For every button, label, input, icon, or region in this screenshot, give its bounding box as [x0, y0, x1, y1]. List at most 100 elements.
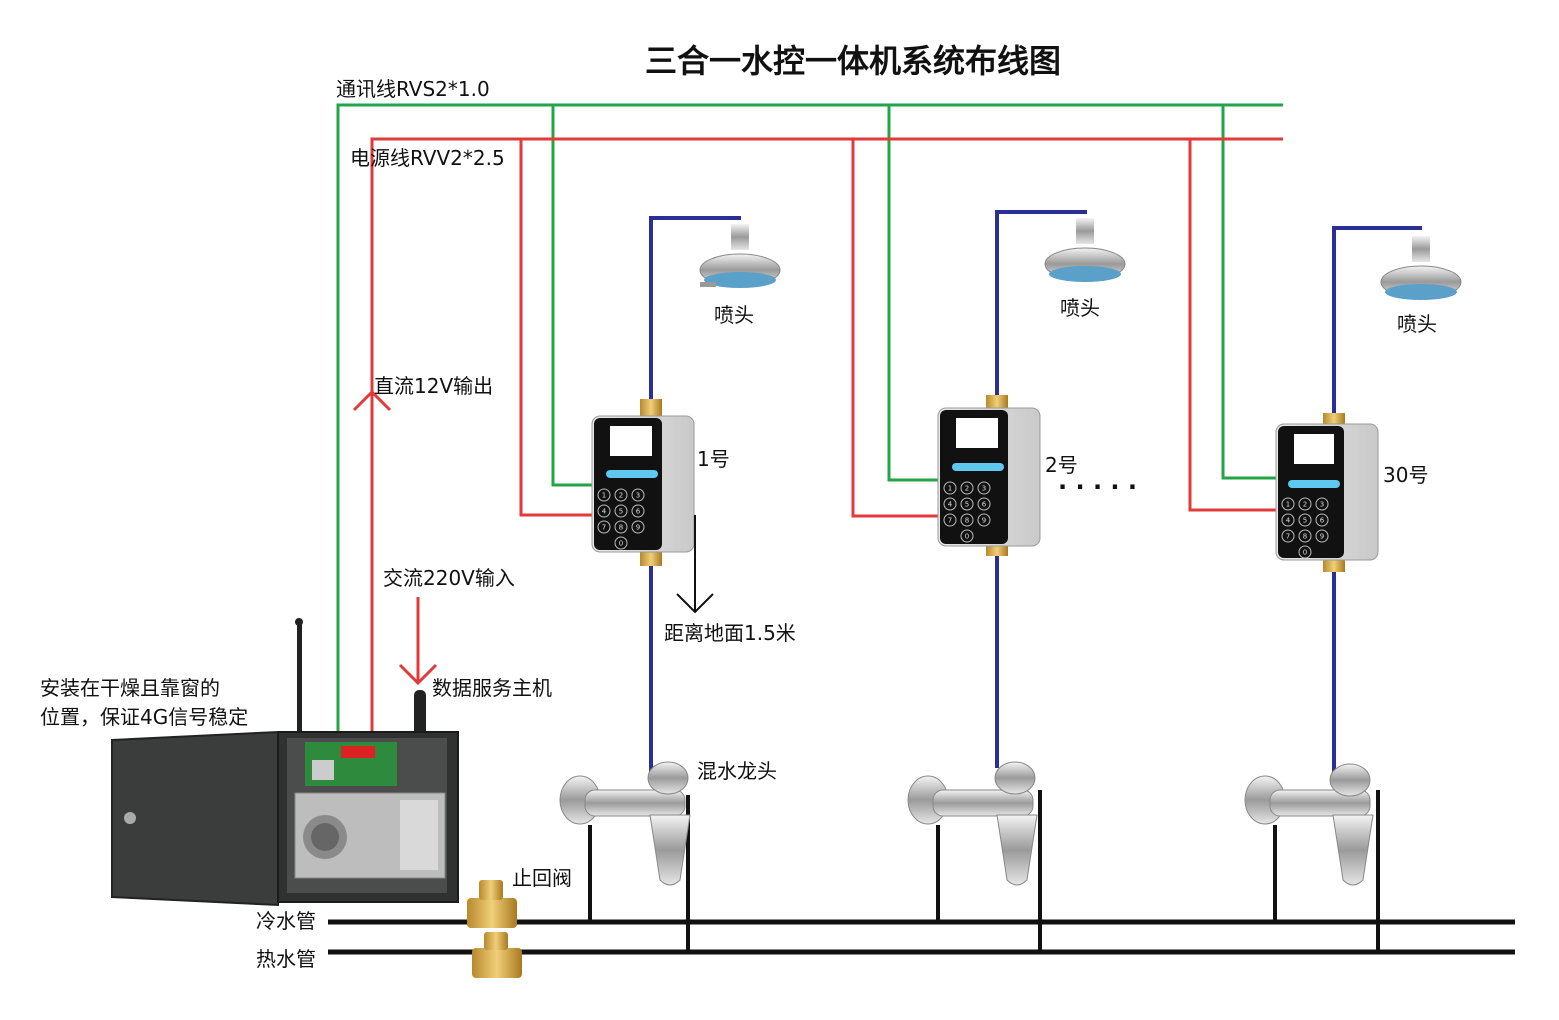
ac-input-arrow	[398, 597, 438, 686]
keypad-key-label: 1	[948, 485, 952, 493]
keypad-key	[1315, 497, 1329, 511]
height-arrow	[676, 515, 714, 614]
unit-2: 喷头 1 2 3 4 5 6 7 8 9 0 2号	[907, 210, 1126, 952]
dc-output-arrow	[352, 389, 392, 412]
mixer-faucet-icon	[559, 761, 691, 952]
keypad-key-label: 4	[948, 501, 953, 509]
keypad-key	[1281, 497, 1295, 511]
shower-label: 喷头	[714, 303, 754, 327]
keypad: 1 2 3 4 5 6 7 8 9 0	[597, 488, 645, 550]
keypad-key	[960, 529, 974, 543]
diagram-title: 三合一水控一体机系统布线图	[645, 42, 1061, 80]
keypad-key-label: 7	[602, 524, 606, 532]
keypad-key	[597, 504, 611, 518]
keypad-key-label: 9	[982, 517, 986, 525]
keypad-key-label: 2	[619, 492, 623, 500]
shower-head-icon	[1044, 218, 1126, 282]
keypad-key-label: 3	[636, 492, 640, 500]
keypad-key-label: 1	[602, 492, 606, 500]
keypad-key	[631, 504, 645, 518]
mixer-faucet-icon	[907, 761, 1042, 952]
mixer-label: 混水龙头	[697, 759, 777, 783]
keypad-key-label: 6	[636, 508, 641, 516]
keypad-key-label: 0	[1303, 549, 1307, 557]
ellipsis: · · · · ·	[1058, 473, 1137, 501]
shower-head-icon	[1380, 236, 1462, 300]
keypad-key	[614, 520, 628, 534]
keypad-key	[943, 497, 957, 511]
shower-label: 喷头	[1397, 312, 1437, 336]
keypad-key	[597, 488, 611, 502]
keypad-key-label: 0	[965, 533, 969, 541]
check-valve-cold	[467, 880, 517, 928]
keypad-key	[614, 488, 628, 502]
ac-input-label: 交流220V输入	[383, 566, 515, 590]
keypad-key-label: 3	[982, 485, 986, 493]
dc-output-label: 直流12V输出	[374, 374, 493, 398]
keypad-key	[977, 497, 991, 511]
power-line	[370, 137, 1283, 740]
keypad-key-label: 9	[636, 524, 640, 532]
keypad-key	[631, 520, 645, 534]
keypad-key-label: 3	[1320, 501, 1324, 509]
keypad-key	[1315, 529, 1329, 543]
keypad-key-label: 5	[619, 508, 623, 516]
comm-line	[336, 103, 1283, 735]
keypad: 1 2 3 4 5 6 7 8 9 0	[943, 481, 991, 543]
keypad-key	[960, 497, 974, 511]
keypad-key-label: 8	[965, 517, 969, 525]
keypad-key-label: 4	[602, 508, 607, 516]
keypad-key-label: 9	[1320, 533, 1324, 541]
keypad-key	[1298, 529, 1312, 543]
keypad-key-label: 1	[1286, 501, 1290, 509]
keypad-key	[960, 513, 974, 527]
keypad-key	[943, 513, 957, 527]
unit-number: 2号	[1045, 453, 1078, 477]
water-controller: 1 2 3 4 5 6 7 8 9 0	[937, 395, 1041, 556]
keypad-key-label: 7	[1286, 533, 1290, 541]
install-note-line1: 安装在干燥且靠窗的	[40, 676, 220, 700]
keypad-key-label: 8	[619, 524, 623, 532]
keypad-key-label: 2	[1303, 501, 1307, 509]
keypad-key	[631, 488, 645, 502]
install-note-line2: 位置，保证4G信号稳定	[40, 705, 248, 729]
keypad-key	[614, 504, 628, 518]
keypad-key-label: 6	[1320, 517, 1325, 525]
keypad-key-label: 7	[948, 517, 952, 525]
data-service-host	[111, 618, 459, 907]
keypad-key	[1298, 513, 1312, 527]
power-line-label: 电源线RVV2*2.5	[350, 146, 505, 170]
comm-line-label: 通讯线RVS2*1.0	[336, 77, 490, 101]
shower-label: 喷头	[1060, 296, 1100, 320]
keypad-key	[1281, 513, 1295, 527]
check-valve-hot	[472, 932, 522, 978]
keypad-key	[1281, 529, 1295, 543]
keypad-key	[943, 481, 957, 495]
keypad-key	[1298, 497, 1312, 511]
keypad-key-label: 4	[1286, 517, 1291, 525]
water-pipes	[328, 919, 1515, 955]
keypad-key	[614, 536, 628, 550]
keypad-key-label: 2	[965, 485, 969, 493]
water-controller: 1 2 3 4 5 6 7 8 9 0	[591, 399, 695, 566]
keypad-key	[1298, 545, 1312, 559]
keypad-key-label: 6	[982, 501, 987, 509]
keypad-key-label: 0	[619, 540, 623, 548]
keypad-key-label: 5	[965, 501, 969, 509]
keypad-key-label: 8	[1303, 533, 1307, 541]
check-valve-label: 止回阀	[512, 866, 572, 890]
height-note: 距离地面1.5米	[664, 621, 796, 645]
hot-pipe-label: 热水管	[256, 947, 316, 971]
water-controller: 1 2 3 4 5 6 7 8 9 0	[1275, 413, 1379, 572]
keypad: 1 2 3 4 5 6 7 8 9 0	[1281, 497, 1329, 559]
keypad-key	[977, 513, 991, 527]
cold-pipe-label: 冷水管	[256, 909, 316, 933]
keypad-key	[1315, 513, 1329, 527]
keypad-key-label: 5	[1303, 517, 1307, 525]
keypad-key	[960, 481, 974, 495]
keypad-key	[977, 481, 991, 495]
mixer-faucet-icon	[1244, 763, 1380, 952]
